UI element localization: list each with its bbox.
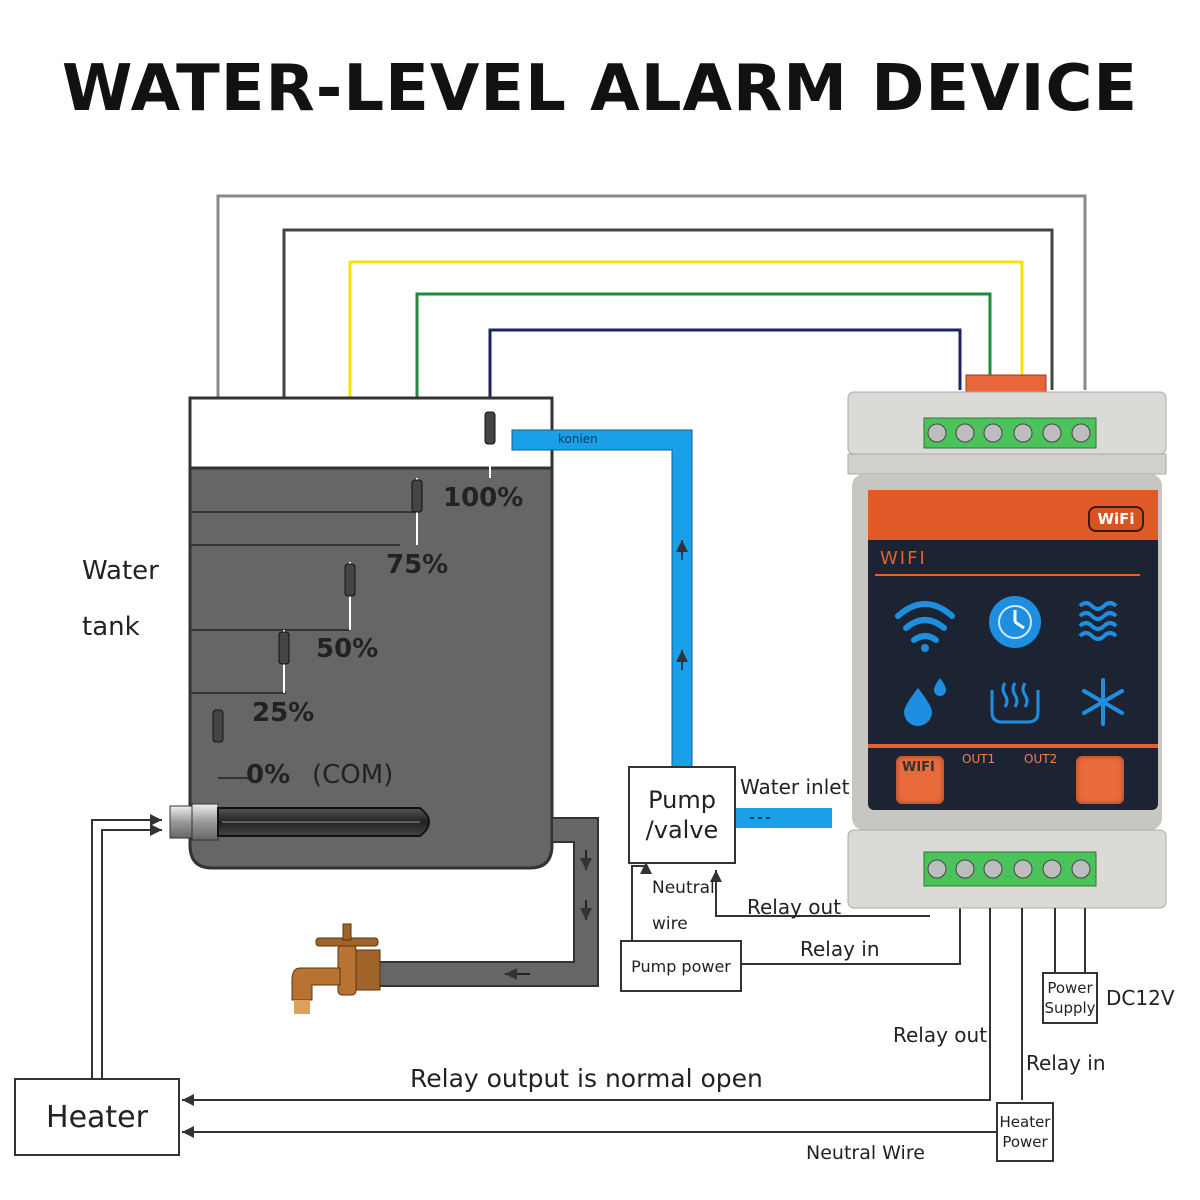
snowflake-icon [1082,678,1124,726]
wifi-badge: WiFi [1088,506,1144,532]
probe-25 [278,630,290,693]
relay-device [847,374,1167,909]
heater-box: Heater [14,1078,180,1156]
heater-power-box: Heater Power [996,1102,1054,1162]
faucet-icon [291,923,381,1014]
heating-icon [990,682,1040,724]
power-wires [1054,908,1086,972]
water-inlet-label: Water inlet [740,775,850,799]
probe-50 [344,562,356,630]
tank-label-line2: tank [82,612,140,642]
pump-wiring [631,862,961,965]
device-panel-title: WIFI [880,548,927,569]
tank-label-line1: Water [82,556,159,586]
wifi-icon [895,601,955,652]
heater-wiring [91,814,1023,1138]
pump-label-line1: Pump [648,786,716,814]
neutral-wire-line1: Neutral [652,878,715,898]
level-75-label: 75% [386,550,449,580]
level-0-label: 0% [246,760,291,790]
probe-100 [484,405,496,478]
pump-relay-in-label: Relay in [800,937,880,961]
pump-power-box: Pump power [620,940,742,992]
pump-valve-box: Pump /valve [628,766,736,864]
terminal-screws-top [927,423,1091,443]
power-supply-line1: Power [1047,979,1093,997]
pump-label-line2: /valve [645,816,719,844]
wifi-button-label: WIFI [902,760,935,775]
heater-relay-out-label: Relay out [893,1023,988,1047]
heater-power-line1: Heater [999,1113,1051,1131]
wire-navy [488,328,962,410]
heater-element-icon [169,803,430,841]
normal-open-label: Relay output is normal open [410,1064,763,1093]
com-label: (COM) [312,760,394,790]
timer-icon [989,596,1041,648]
probe-0 [212,709,224,743]
out2-label: OUT2 [1024,752,1058,766]
out1-label: OUT1 [962,752,996,766]
inlet-pipe [511,429,832,828]
probe-75 [411,478,423,545]
water-tank [188,396,554,870]
terminal-screws-bottom [927,859,1091,879]
heater-relay-in-label: Relay in [1026,1051,1106,1075]
neutral-wire-line2: wire [652,914,688,934]
power-supply-line2: Supply [1044,999,1096,1017]
page-title: WATER-LEVEL ALARM DEVICE [61,52,1139,126]
water-drop-icon [904,678,946,726]
out2-button[interactable] [1076,756,1124,804]
heater-power-line2: Power [1002,1133,1048,1151]
level-25-label: 25% [252,698,315,728]
voltage-label: DC12V [1106,986,1175,1010]
water-waves-icon [1078,601,1118,641]
neutral-wire-label: Neutral Wire [806,1142,925,1164]
level-lines [190,511,420,779]
wire-green [415,292,992,478]
level-100-label: 100% [443,483,524,513]
power-supply-box: Power Supply [1042,972,1098,1024]
inlet-pipe-text: konien [558,432,598,446]
pump-relay-out-label: Relay out [747,895,842,919]
wifi-button[interactable] [896,756,944,804]
level-50-label: 50% [316,634,379,664]
